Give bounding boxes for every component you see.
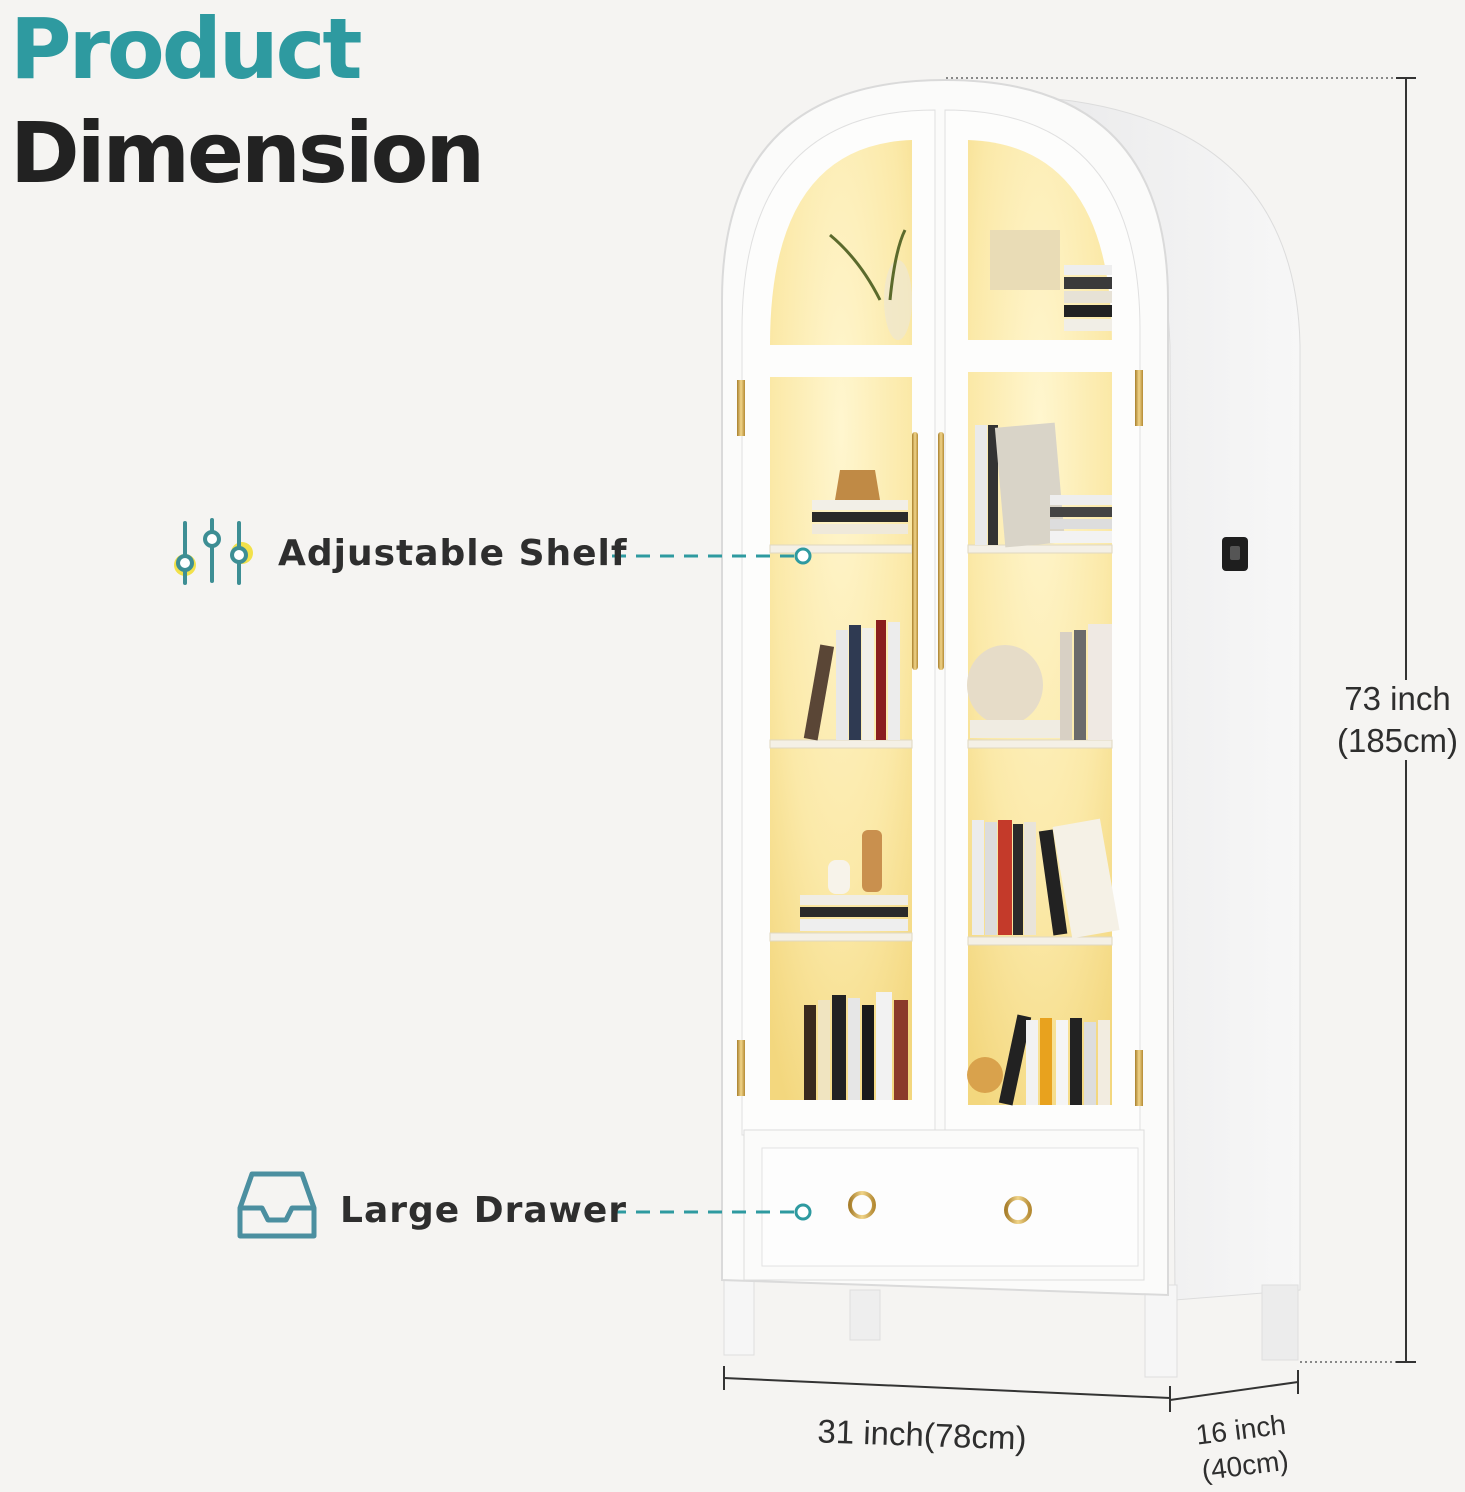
feature-adjustable-shelf-label: Adjustable Shelf (278, 533, 628, 574)
drawer-knob-left (848, 1191, 876, 1219)
left-door-handle (912, 432, 918, 670)
sliders-icon (174, 518, 253, 585)
height-dimension: 73 inch (185cm) (1330, 678, 1465, 762)
title-dimension: Dimension (10, 104, 485, 202)
height-cm-text: (185cm) (1336, 722, 1459, 759)
depth-dimension: 16 inch (40cm) (1191, 1406, 1295, 1489)
width-dimension-text: 31 inch(78cm) (816, 1412, 1028, 1457)
feature-large-drawer-label: Large Drawer (340, 1190, 628, 1231)
drawer-tray-icon (237, 1171, 317, 1239)
drawer-knob-right (1004, 1196, 1032, 1224)
right-door-handle (938, 432, 944, 670)
title-product: Product (10, 0, 363, 98)
height-inch-text: 73 inch (1344, 680, 1451, 717)
